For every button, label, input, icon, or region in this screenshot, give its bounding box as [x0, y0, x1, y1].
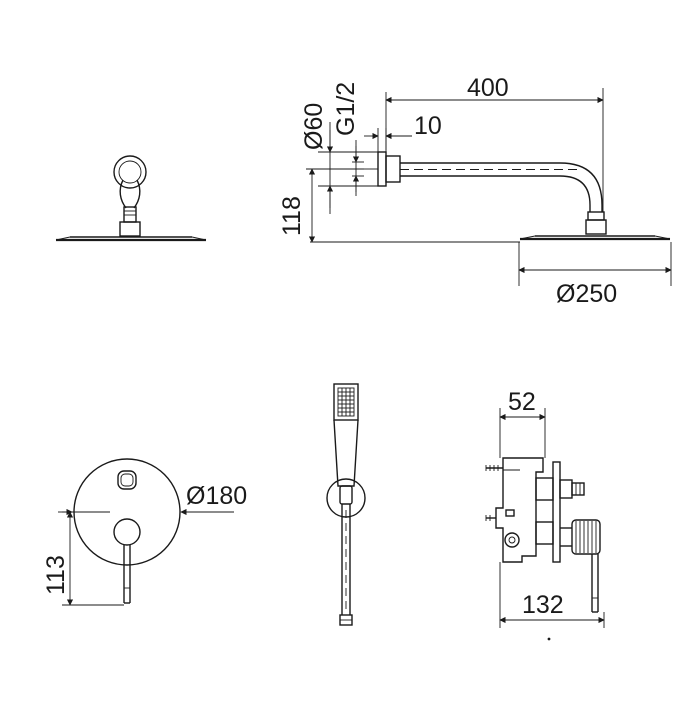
- hand-shower-side-view: [326, 383, 366, 626]
- hand-shower-nozzles: [338, 388, 354, 416]
- label-thread: G1/2: [332, 82, 360, 136]
- label-offset: 10: [414, 112, 442, 140]
- label-valve-height: 113: [42, 555, 70, 595]
- mixer-plate-front-view: [58, 458, 234, 606]
- knurled-handle-texture: [575, 521, 597, 553]
- shower-arm-side-view: [306, 88, 672, 286]
- shower-head-front-view: [55, 155, 207, 242]
- label-valve-depth-total: 132: [522, 591, 564, 619]
- label-plate-diameter: Ø180: [186, 482, 247, 510]
- label-arm-length: 400: [467, 74, 509, 102]
- label-height-drop: 118: [278, 196, 306, 236]
- label-pipe-diameter: Ø60: [300, 103, 328, 150]
- valve-side-view: [485, 408, 605, 641]
- label-head-diameter: Ø250: [556, 280, 617, 308]
- label-valve-depth-inner: 52: [508, 388, 536, 416]
